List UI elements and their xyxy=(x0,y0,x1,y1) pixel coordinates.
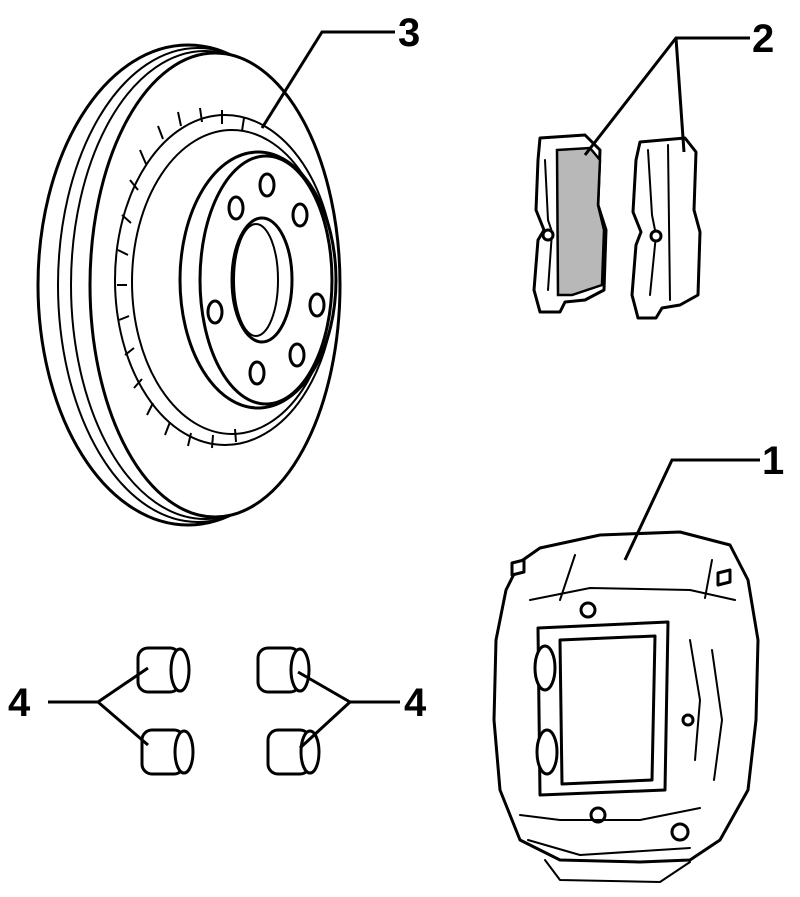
pad-friction-material xyxy=(555,146,606,297)
brake-pad-left xyxy=(532,133,608,314)
callout-disc: 3 xyxy=(398,11,420,55)
bolt-hole xyxy=(291,202,309,228)
piston xyxy=(535,728,559,776)
leader-disc xyxy=(260,30,395,129)
bolt-hole xyxy=(258,172,276,198)
callout-sleeves-right: 4 xyxy=(404,681,427,725)
guide-sleeve xyxy=(140,728,195,776)
caliper-pad-window-inner xyxy=(558,634,657,786)
callout-pads: 2 xyxy=(752,17,774,61)
callout-sleeves-left: 4 xyxy=(8,681,31,725)
brake-pad-right xyxy=(630,136,702,320)
bleed-screws xyxy=(510,558,732,587)
leader-lines xyxy=(48,30,760,750)
leader-pads xyxy=(583,36,750,156)
guide-sleeve xyxy=(136,646,191,694)
leader-caliper xyxy=(623,458,760,561)
leader-sleeves-right xyxy=(297,670,400,750)
guide-sleeves-right xyxy=(256,646,321,776)
bolt-hole xyxy=(308,292,326,318)
brake-pads xyxy=(532,133,702,320)
caliper-bolt xyxy=(579,601,597,619)
disc-center-bore xyxy=(230,216,294,344)
caliper-bolt xyxy=(589,806,607,824)
piston xyxy=(533,644,557,692)
bolt-hole xyxy=(288,342,306,368)
brake-caliper xyxy=(492,530,760,883)
disc-vent-slots xyxy=(117,107,245,449)
callout-caliper: 1 xyxy=(762,439,784,483)
bolt-hole xyxy=(227,195,245,221)
brake-disc xyxy=(36,43,342,527)
disc-center-bore-depth xyxy=(233,223,279,337)
bolt-hole xyxy=(248,360,266,386)
caliper-bolt xyxy=(670,822,690,842)
bolt-hole xyxy=(206,299,224,325)
guide-sleeves-left xyxy=(136,646,195,776)
guide-sleeve xyxy=(256,646,311,694)
disc-bolt-holes xyxy=(206,172,326,386)
leader-sleeves-left xyxy=(48,666,149,747)
